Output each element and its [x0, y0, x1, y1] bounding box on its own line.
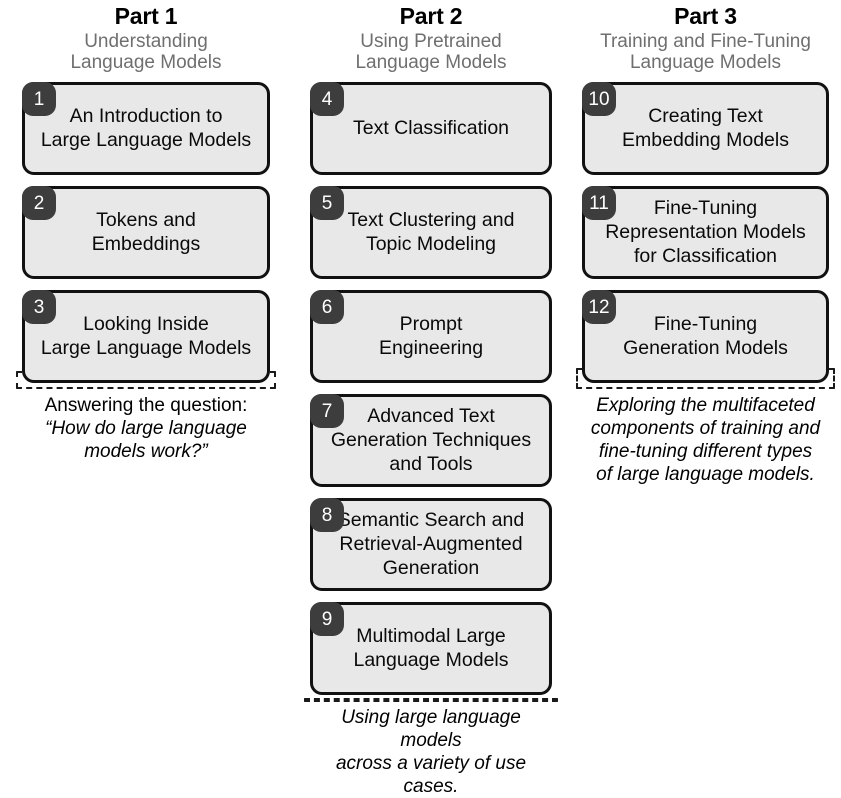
- chapter-title-12: Fine-Tuning Generation Models: [623, 313, 788, 359]
- chapter-card-12[interactable]: 12 Fine-Tuning Generation Models: [582, 290, 829, 384]
- chapter-number-badge-7: 7: [310, 394, 344, 429]
- chapter-card-11[interactable]: 11 Fine-Tuning Representation Models for…: [582, 186, 829, 280]
- part-2-header: Part 2 Using Pretrained Language Models: [310, 0, 552, 73]
- chapter-title-7: Advanced Text Generation Techniques and …: [330, 405, 532, 475]
- part-column-3: Part 3 Training and Fine-Tuning Language…: [568, 0, 841, 486]
- part-column-1: Part 1 Understanding Language Models 1 A…: [0, 0, 290, 464]
- part-3-chapter-group: 10 Creating Text Embedding Models 11 Fin…: [576, 82, 835, 390]
- chapter-title-2: Tokens and Embeddings: [91, 209, 201, 255]
- chapter-number-badge-6: 6: [310, 290, 344, 325]
- part-2-caption: Using large language models across a var…: [310, 707, 552, 798]
- part-1-caption-italic: “How do large language models work?”: [45, 418, 247, 462]
- chapter-title-6: Prompt Engineering: [378, 313, 484, 359]
- chapter-number-badge-2: 2: [22, 186, 56, 221]
- part-2-title: Part 2: [399, 3, 463, 29]
- chapter-number-badge-5: 5: [310, 186, 344, 221]
- chapter-card-5[interactable]: 5 Text Clustering and Topic Modeling: [310, 186, 552, 280]
- chapter-number-badge-8: 8: [310, 498, 344, 533]
- chapter-number-badge-9: 9: [310, 602, 344, 637]
- chapter-number-badge-3: 3: [22, 290, 56, 325]
- part-1-caption: Answering the question: “How do large la…: [22, 395, 270, 463]
- chapter-card-7[interactable]: 7 Advanced Text Generation Techniques an…: [310, 394, 552, 488]
- chapter-title-1: An Introduction to Large Language Models: [40, 105, 252, 151]
- chapter-card-3[interactable]: 3 Looking Inside Large Language Models: [22, 290, 270, 384]
- chapter-card-10[interactable]: 10 Creating Text Embedding Models: [582, 82, 829, 176]
- part-3-title: Part 3: [674, 3, 737, 29]
- part-1-caption-upright: Answering the question:: [44, 395, 248, 417]
- chapter-card-6[interactable]: 6 Prompt Engineering: [310, 290, 552, 384]
- part-3-subtitle: Training and Fine-Tuning Language Models: [600, 30, 811, 74]
- part-2-subtitle: Using Pretrained Language Models: [355, 30, 507, 74]
- part-2-caption-italic: Using large language models across a var…: [335, 707, 527, 797]
- chapter-title-9: Multimodal Large Language Models: [353, 625, 509, 671]
- chapter-title-10: Creating Text Embedding Models: [622, 105, 789, 151]
- chapter-title-5: Text Clustering and Topic Modeling: [347, 209, 515, 255]
- chapter-title-11: Fine-Tuning Representation Models for Cl…: [605, 197, 806, 267]
- chapter-number-badge-10: 10: [582, 82, 616, 117]
- part-2-dashed-frame: [304, 698, 558, 703]
- part-3-caption: Exploring the multifaceted components of…: [582, 395, 829, 486]
- part-3-caption-italic: Exploring the multifaceted components of…: [590, 395, 821, 485]
- part-1-chapter-group: 1 An Introduction to Large Language Mode…: [16, 82, 276, 390]
- part-3-header: Part 3 Training and Fine-Tuning Language…: [582, 0, 829, 73]
- chapter-title-4: Text Classification: [352, 116, 510, 139]
- chapter-card-2[interactable]: 2 Tokens and Embeddings: [22, 186, 270, 280]
- chapter-card-1[interactable]: 1 An Introduction to Large Language Mode…: [22, 82, 270, 176]
- chapter-card-8[interactable]: 8 Semantic Search and Retrieval-Augmente…: [310, 498, 552, 592]
- chapter-number-badge-1: 1: [22, 82, 56, 117]
- part-column-2: Part 2 Using Pretrained Language Models …: [290, 0, 568, 798]
- chapter-card-9[interactable]: 9 Multimodal Large Language Models: [310, 602, 552, 696]
- chapter-number-badge-11: 11: [582, 186, 616, 221]
- chapter-number-badge-4: 4: [310, 82, 344, 117]
- chapter-title-8: Semantic Search and Retrieval-Augmented …: [337, 509, 525, 579]
- chapter-card-4[interactable]: 4 Text Classification: [310, 82, 552, 176]
- chapter-number-badge-12: 12: [582, 290, 616, 325]
- chapter-title-3: Looking Inside Large Language Models: [40, 313, 252, 359]
- part-1-title: Part 1: [114, 3, 178, 29]
- part-1-header: Part 1 Understanding Language Models: [22, 0, 270, 73]
- part-1-subtitle: Understanding Language Models: [70, 30, 222, 74]
- part-2-chapter-group: 4 Text Classification 5 Text Clustering …: [304, 82, 558, 703]
